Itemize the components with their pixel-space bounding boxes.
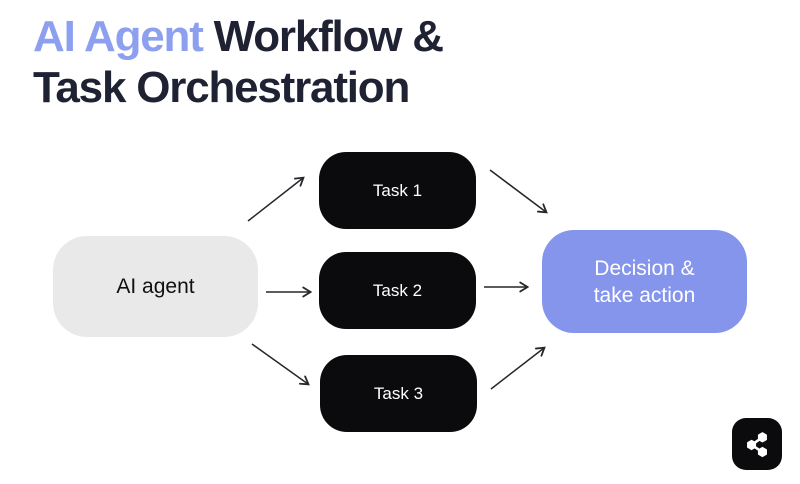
node-decision-label-line2: take action	[593, 283, 696, 307]
edge-task3-decision	[490, 346, 546, 390]
node-ai-agent: AI agent	[53, 236, 258, 337]
edge-agent-task3	[251, 343, 310, 386]
node-task-3: Task 3	[320, 355, 477, 432]
edge-task1-decision	[489, 169, 548, 214]
node-decision: Decision & take action	[542, 230, 747, 333]
title-highlight: AI Agent	[33, 12, 204, 61]
share-badge	[732, 418, 782, 470]
page-title: AI Agent Workflow &Task Orchestration	[33, 11, 444, 113]
edge-agent-task1	[247, 176, 305, 222]
node-task-3-label: Task 3	[373, 383, 424, 403]
node-task-2-label: Task 2	[372, 280, 423, 300]
node-task-2: Task 2	[319, 252, 476, 329]
share-icon	[747, 432, 767, 458]
node-task-1: Task 1	[319, 152, 476, 229]
node-decision-label-line1: Decision &	[594, 256, 695, 280]
title-line2: Task Orchestration	[33, 63, 410, 112]
node-task-1-label: Task 1	[372, 180, 423, 200]
node-ai-agent-label: AI agent	[116, 274, 195, 298]
title-rest: Workflow &	[202, 12, 444, 61]
